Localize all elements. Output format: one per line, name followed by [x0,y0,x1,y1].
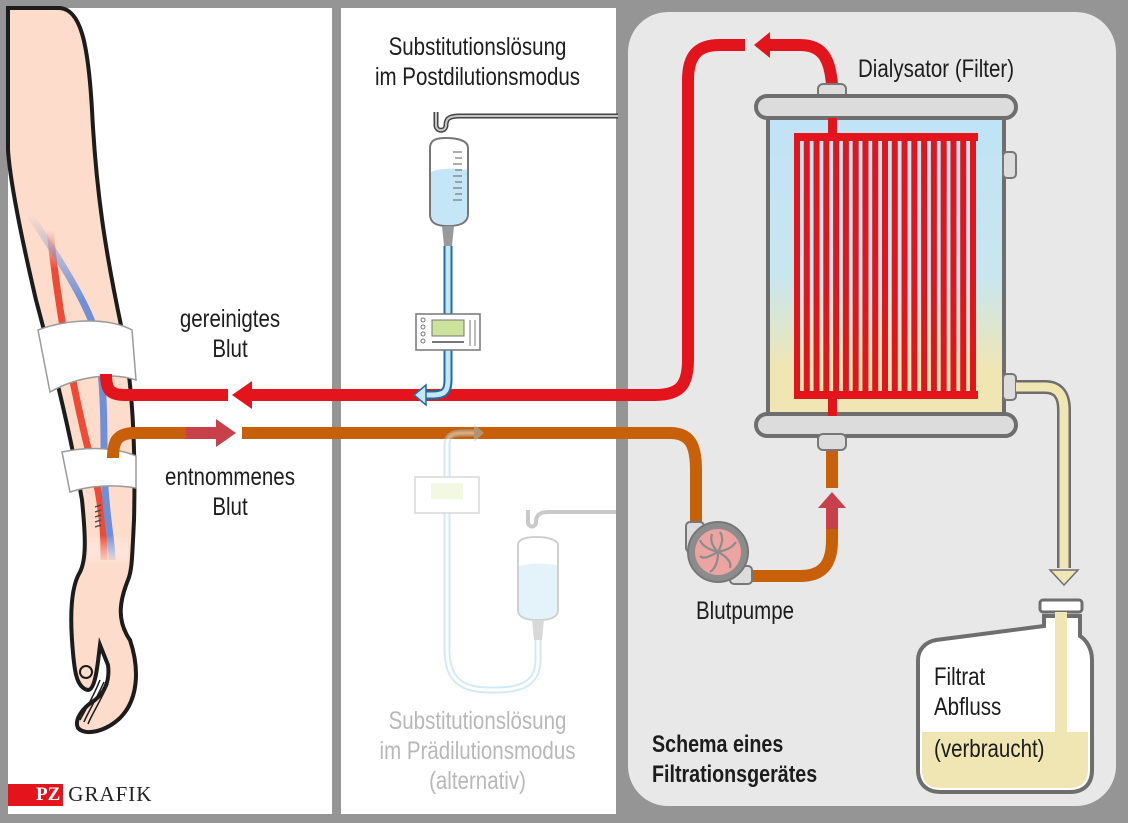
hollow-fiber [823,133,830,399]
hollow-fiber [833,133,840,399]
schema-title-line1: Schema eines [652,731,784,758]
pre-dilution-label-line2: im Prädilutionsmodus [379,737,576,765]
hollow-fiber [950,133,957,399]
arm-illustration [6,6,138,735]
hollow-fiber [872,133,879,399]
hollow-fiber [794,133,800,399]
hollow-fiber [852,133,859,399]
drawn-blood-tube-main [242,427,702,525]
clean-blood-label-line2: Blut [212,335,248,363]
hollow-fiber [803,133,810,399]
drawn-blood-line [107,419,846,582]
clean-blood-line [100,32,838,409]
fistula-stitches [94,504,102,528]
pz-grafik-logo: PZ GRAFIK [8,782,152,807]
filtrate-line [1016,380,1080,587]
filtrate-arrowhead [1048,569,1080,587]
schema-title-line2: Filtrationsgerätes [652,761,818,788]
lower-bandage [61,447,137,493]
drawn-blood-tube-arm [107,427,188,459]
pump-rotor [698,531,737,573]
drawn-blood-label: entnommenes Blut [164,462,295,522]
substitution-panel [341,8,616,814]
drawn-blood-label-line1: entnommenes [165,463,295,491]
pump-outlet-transition [826,505,838,529]
vein [27,213,116,561]
dialyzer-icon [754,83,1018,451]
dialyzer-label: Dialysator (Filter) [858,55,1015,83]
hollow-fiber [921,133,928,399]
clean-blood-tube-arm [100,373,228,401]
hollow-fiber [970,133,976,399]
drawn-blood-label-line2: Blut [212,493,248,521]
filtrate-used-label: (verbraucht) [934,735,1045,763]
drawn-blood-arrowhead [216,419,236,447]
filtrate-label-line2: Abfluss [934,693,1002,721]
clean-blood-label: gereinigtes Blut [164,304,295,364]
hollow-fiber [930,133,937,399]
clean-blood-tube-dialyzer [766,39,838,86]
hollow-fiber [862,133,869,399]
clean-blood-tube-main [248,39,745,401]
thumb-tip [79,665,93,679]
hollow-fibers [794,133,976,399]
clean-blood-label-line1: gereinigtes [179,305,281,333]
logo-text: GRAFIK [68,782,153,806]
pre-dilution-label-line3: (alternativ) [429,767,526,795]
drawn-blood-transition [186,427,218,439]
dialyzer-inlet-tube [826,450,838,488]
post-dilution-label: Substitutionslösung im Postdilutionsmodu… [365,32,591,92]
filtrate-bottle-icon [916,598,1094,794]
pump-outlet-tube [748,528,838,582]
blood-pump-icon [685,521,753,585]
clean-blood-arrowhead [232,381,252,409]
pre-dilution-iv-bag-icon [414,424,616,694]
hollow-fiber [891,133,898,399]
hollow-fiber [940,133,947,399]
post-dilution-iv-bag-icon [412,112,618,407]
blood-pump-label: Blutpumpe [695,597,795,625]
hollow-fiber [842,133,849,399]
logo-brand: PZ [8,783,64,806]
filtrate-label-line1: Filtrat [934,663,986,691]
pre-dilution-label: Substitutionslösung im Prädilutionsmodus… [365,706,591,796]
pre-dilution-label-line1: Substitutionslösung [388,707,567,735]
clean-blood-top-arrowhead [754,32,770,58]
drawn-blood-up-arrowhead [818,492,846,508]
hollow-fiber [882,133,888,399]
hollow-fiber [960,133,967,399]
hand-fingers [79,679,109,725]
vessel-fade [88,535,128,565]
hollow-fiber [911,133,918,399]
post-dilution-label-line1: Substitutionslösung [388,33,567,61]
filtrate-label: Filtrat Abfluss [934,662,1001,722]
hollow-fiber [813,133,820,399]
hollow-fiber [901,133,908,399]
schema-title: Schema eines Filtrationsgerätes [652,730,817,790]
post-dilution-label-line2: im Postdilutionsmodus [374,63,581,91]
